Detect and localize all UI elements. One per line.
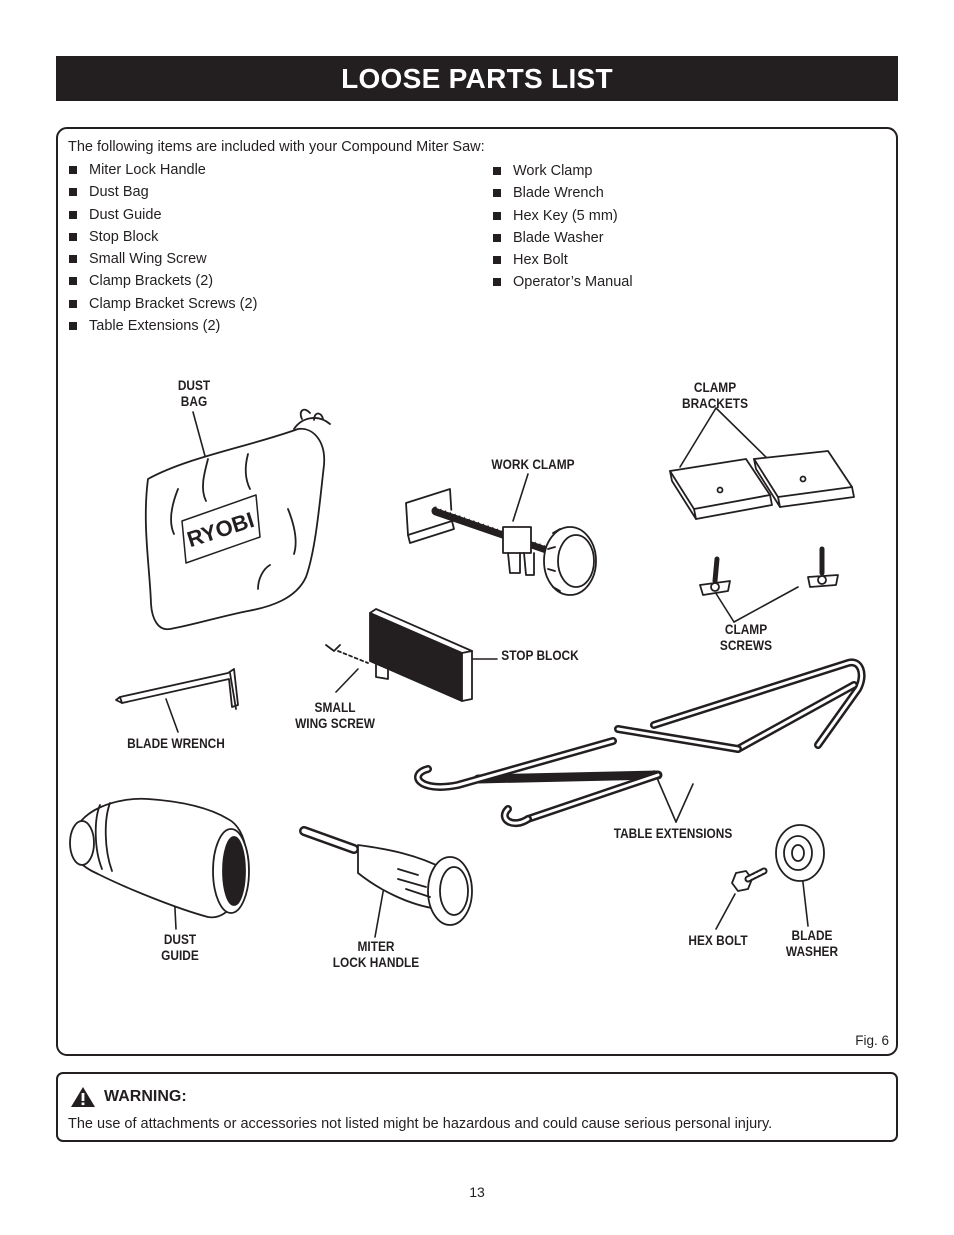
label-stop-block: STOP BLOCK	[501, 648, 579, 663]
dust-guide-drawing	[69, 797, 250, 919]
list-item: Hex Key (5 mm)	[492, 205, 633, 227]
label-blade-wrench: BLADE WRENCH	[127, 736, 225, 751]
list-item: Small Wing Screw	[68, 248, 257, 270]
list-item: Clamp Bracket Screws (2)	[68, 293, 257, 315]
list-item: Operator’s Manual	[492, 271, 633, 293]
list-item: Blade Washer	[492, 227, 633, 249]
list-item: Stop Block	[68, 226, 257, 248]
parts-illustration: RYOBI	[69, 407, 866, 938]
figure-caption: Fig. 6	[855, 1033, 889, 1048]
warning-box: WARNING: The use of attachments or acces…	[56, 1072, 898, 1142]
warning-heading: WARNING:	[70, 1086, 187, 1108]
list-item: Clamp Brackets (2)	[68, 270, 257, 292]
hex-bolt-drawing	[731, 867, 768, 892]
dust-bag-drawing: RYOBI	[144, 408, 331, 631]
warning-label: WARNING:	[104, 1088, 187, 1105]
list-item: Dust Guide	[68, 204, 257, 226]
clamp-brackets-drawing	[669, 450, 855, 520]
list-item: Miter Lock Handle	[68, 159, 257, 181]
label-hex-bolt: HEX BOLT	[688, 933, 748, 948]
parts-list-left: Miter Lock Handle Dust Bag Dust Guide St…	[68, 159, 257, 337]
work-clamp-drawing	[405, 488, 597, 596]
page-number: 13	[469, 1184, 485, 1200]
title-bar: LOOSE PARTS LIST	[56, 56, 898, 101]
parts-box: The following items are included with yo…	[56, 127, 898, 1056]
blade-wrench-drawing	[115, 668, 239, 710]
clamp-screws-drawing	[699, 546, 839, 596]
list-item: Blade Wrench	[492, 182, 633, 204]
parts-list-right: Work Clamp Blade Wrench Hex Key (5 mm) B…	[492, 160, 633, 294]
list-item: Work Clamp	[492, 160, 633, 182]
label-table-extensions: TABLE EXTENSIONS	[613, 826, 733, 841]
small-wing-screw-drawing	[325, 644, 369, 664]
page-title: LOOSE PARTS LIST	[341, 62, 613, 94]
warning-text: The use of attachments or accessories no…	[68, 1116, 773, 1132]
intro-text: The following items are included with yo…	[68, 139, 485, 155]
stop-block-drawing	[369, 608, 473, 702]
list-item: Hex Bolt	[492, 249, 633, 271]
list-item: Dust Bag	[68, 181, 257, 203]
label-work-clamp: WORK CLAMP	[491, 457, 575, 472]
table-extensions-drawing	[414, 658, 866, 828]
miter-lock-handle-drawing	[299, 826, 473, 926]
list-item: Table Extensions (2)	[68, 315, 257, 337]
blade-washer-drawing	[775, 824, 825, 882]
warning-triangle-icon	[71, 1087, 95, 1107]
